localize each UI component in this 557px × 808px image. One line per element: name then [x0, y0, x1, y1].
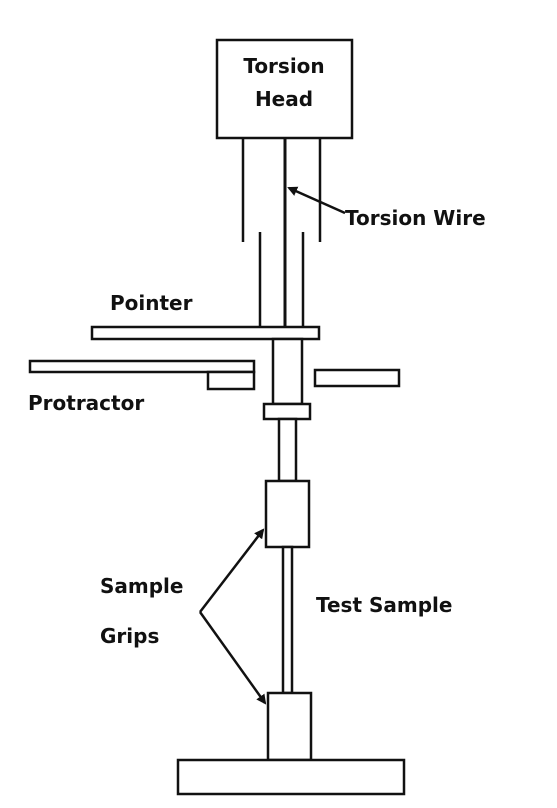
torsion-head-label-line2: Head [255, 87, 313, 111]
lower-sample-grip [266, 691, 313, 762]
torsion-wire-label: Torsion Wire [345, 206, 486, 230]
upper-sample-grip [264, 479, 311, 549]
sample-grips-label-line2: Grips [100, 624, 159, 648]
pointer-label: Pointer [110, 291, 193, 315]
lower-rod [277, 417, 298, 483]
sample-grips-arrow-lower [198, 611, 267, 705]
sample-grips-arrow-upper [199, 528, 265, 613]
protractor-label: Protractor [28, 391, 144, 415]
protractor-plate-right [313, 368, 401, 388]
protractor-plate-left [28, 359, 256, 374]
protractor-block-left [206, 370, 256, 391]
test-sample-label: Test Sample [316, 593, 452, 617]
shaft-collar [262, 402, 312, 421]
torsion-head-box [215, 38, 354, 140]
central-shaft [271, 337, 304, 406]
sample-grips-label-line1: Sample [100, 574, 183, 598]
torsion-wire-arrow [287, 186, 346, 215]
base-plate [176, 758, 406, 796]
test-sample-rod [281, 545, 294, 695]
torsion-head-label-line1: Torsion [243, 54, 324, 78]
pointer-bar [90, 325, 321, 341]
